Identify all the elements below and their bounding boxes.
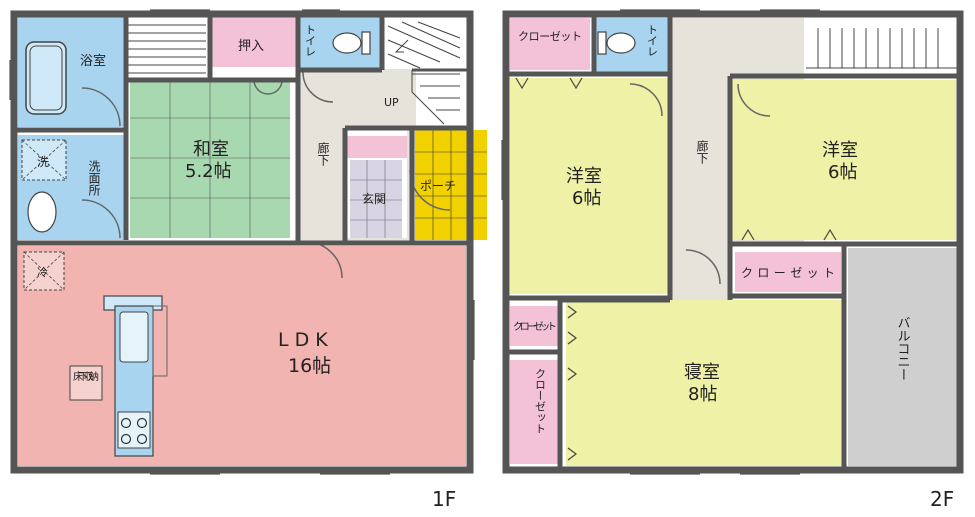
toilet-bowl-1f <box>332 32 362 54</box>
label-western-left-size: 6帖 <box>572 188 601 209</box>
wash-basin <box>27 191 57 233</box>
toilet-tank-2f <box>597 31 607 55</box>
ldk-room <box>18 246 466 466</box>
label-floor-2: 2F <box>930 487 954 511</box>
label-toilet-2f: トイレ <box>646 24 659 57</box>
label-washitsu: 和室 <box>193 139 229 160</box>
shoe-box <box>345 136 407 158</box>
label-bath: 浴室 <box>80 53 106 69</box>
label-entrance: 玄関 <box>362 191 386 206</box>
label-closet-top-2f: クローゼット <box>518 30 582 43</box>
label-underfloor: 床下収納 <box>73 370 99 383</box>
entrance-grid <box>350 160 402 238</box>
toilet-bowl-2f <box>606 32 636 54</box>
floor-2: クローゼット トイレ 廊下 洋室 6帖 洋室 6帖 クローゼット クローゼット … <box>502 10 964 511</box>
label-floor-1: 1F <box>432 487 456 511</box>
washer <box>21 139 67 181</box>
window-marks <box>9 9 820 475</box>
label-bedroom-size: 8帖 <box>688 384 717 405</box>
label-ldk: LDK <box>278 329 334 351</box>
western-room-right <box>730 80 956 240</box>
label-hallway-1f: 廊下 <box>316 141 330 166</box>
balcony <box>848 248 958 466</box>
bathtub <box>25 41 67 115</box>
bedroom <box>566 300 842 466</box>
western-room-left <box>510 78 670 294</box>
label-western-left: 洋室 <box>566 166 602 187</box>
label-oshiire: 押入 <box>238 39 264 54</box>
label-toilet-1f: トイレ <box>304 24 317 57</box>
underfloor-storage <box>69 365 103 401</box>
floor-1: 浴室 押入 トイレ UP 洗 洗面所 和室 5.2帖 廊下 玄関 ポーチ 冷 L… <box>10 10 487 511</box>
kitchen-sink <box>119 311 149 363</box>
hallway-2f-lower <box>670 242 732 300</box>
label-balcony: バルコニー <box>895 316 911 381</box>
closet-top-2f <box>510 18 590 70</box>
doors-2f <box>629 83 771 285</box>
label-up: UP <box>384 96 399 109</box>
stove <box>117 411 151 449</box>
interior-walls-2f <box>506 14 960 470</box>
label-western-right-size: 6帖 <box>828 162 857 183</box>
label-hallway-2f: 廊下 <box>695 139 709 164</box>
label-washitsu-size: 5.2帖 <box>185 161 232 182</box>
label-fridge: 冷 <box>37 266 48 279</box>
stairs-2f-treads <box>806 28 958 69</box>
stairs-right-treads <box>387 21 461 125</box>
staircase-1f-left <box>124 17 208 79</box>
label-washer: 洗 <box>37 155 49 169</box>
interior-walls-1f <box>14 14 470 246</box>
toilet-tank-1f <box>361 31 371 55</box>
label-porch: ポーチ <box>420 179 456 193</box>
closet-tall-2f <box>510 360 560 464</box>
entrance-tiles <box>350 160 402 238</box>
oshiire-closet <box>212 17 298 67</box>
closet-small-2f <box>510 306 560 346</box>
stairs-left-treads <box>128 24 206 74</box>
label-closet-tall-2f: クローゼット <box>534 368 547 434</box>
label-closet-small-2f: クローゼット <box>513 321 557 333</box>
label-ldk-size: 16帖 <box>288 355 331 377</box>
label-western-right: 洋室 <box>822 140 858 161</box>
closet-door-marks-2f <box>515 77 837 461</box>
closet-right-2f <box>735 252 841 292</box>
label-bedroom: 寝室 <box>684 362 720 383</box>
tatami-grid <box>130 80 290 238</box>
label-washroom: 洗面所 <box>87 160 101 196</box>
stairs-2f <box>804 18 960 74</box>
